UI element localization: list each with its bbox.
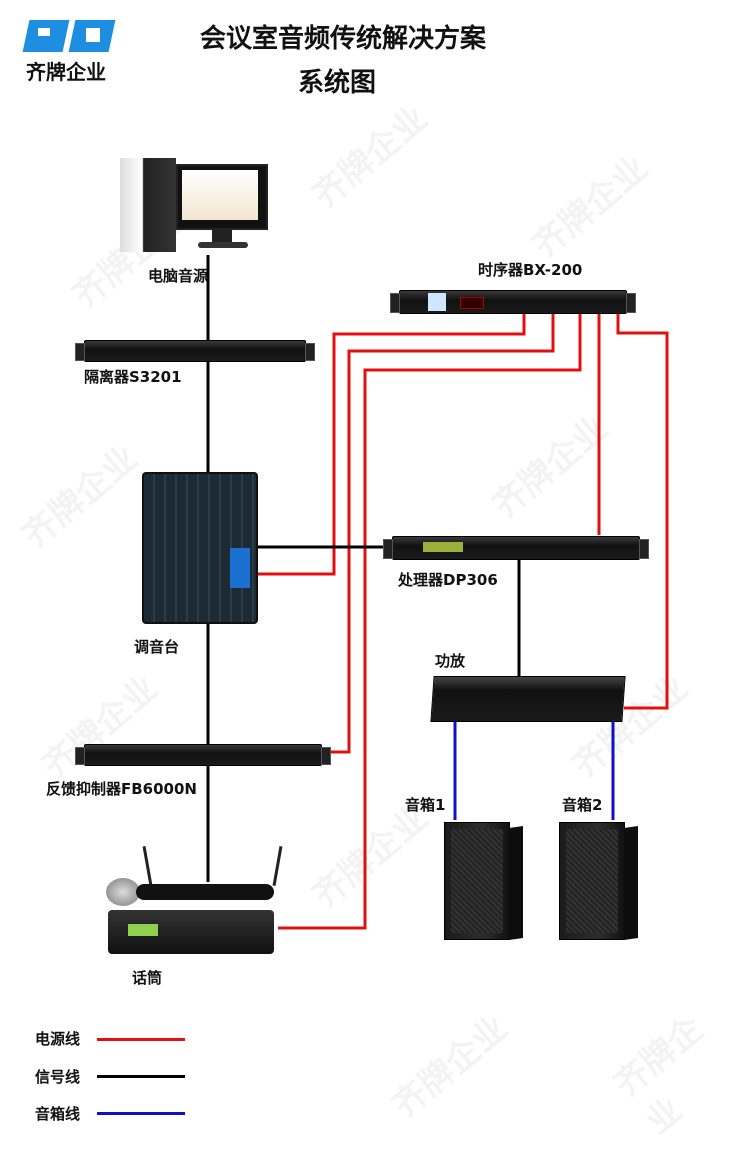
legend-swatch-power — [97, 1038, 185, 1041]
amplifier-label: 功放 — [435, 652, 466, 670]
computer-image — [120, 158, 270, 258]
processor-label: 处理器DP306 — [398, 571, 498, 589]
speaker1-device — [444, 822, 523, 940]
power-line-mic — [278, 312, 582, 930]
microphone-label: 话筒 — [132, 969, 163, 987]
logo-mark — [22, 20, 116, 54]
speaker2-device — [559, 822, 638, 940]
legend-swatch-signal — [97, 1075, 185, 1078]
isolator-label: 隔离器S3201 — [84, 368, 182, 386]
amplifier-device — [430, 676, 626, 722]
legend-label-power: 电源线 — [35, 1030, 81, 1048]
feedback-suppressor-label: 反馈抑制器FB6000N — [46, 780, 197, 798]
legend-label-speaker: 音箱线 — [35, 1105, 81, 1123]
power-line-amp — [616, 312, 669, 710]
power-line-feedback — [326, 312, 555, 754]
computer-label: 电脑音源 — [148, 267, 209, 285]
sequencer-label: 时序器BX-200 — [478, 261, 583, 279]
speaker2-label: 音箱2 — [562, 796, 603, 814]
feedback-suppressor-device — [75, 744, 331, 766]
speaker1-label: 音箱1 — [405, 796, 446, 814]
mixer-device — [142, 472, 258, 624]
sequencer-device — [390, 290, 636, 314]
processor-device — [383, 536, 649, 560]
microphone-device — [106, 846, 283, 958]
legend-swatch-speaker — [97, 1112, 185, 1115]
page-title: 会议室音频传统解决方案 — [200, 24, 487, 54]
mixer-label: 调音台 — [134, 638, 180, 656]
logo-text: 齐牌企业 — [26, 60, 106, 84]
legend-label-signal: 信号线 — [35, 1068, 81, 1086]
page-subtitle: 系统图 — [298, 68, 377, 98]
isolator-device — [75, 340, 315, 362]
power-line-mixer — [256, 312, 526, 576]
